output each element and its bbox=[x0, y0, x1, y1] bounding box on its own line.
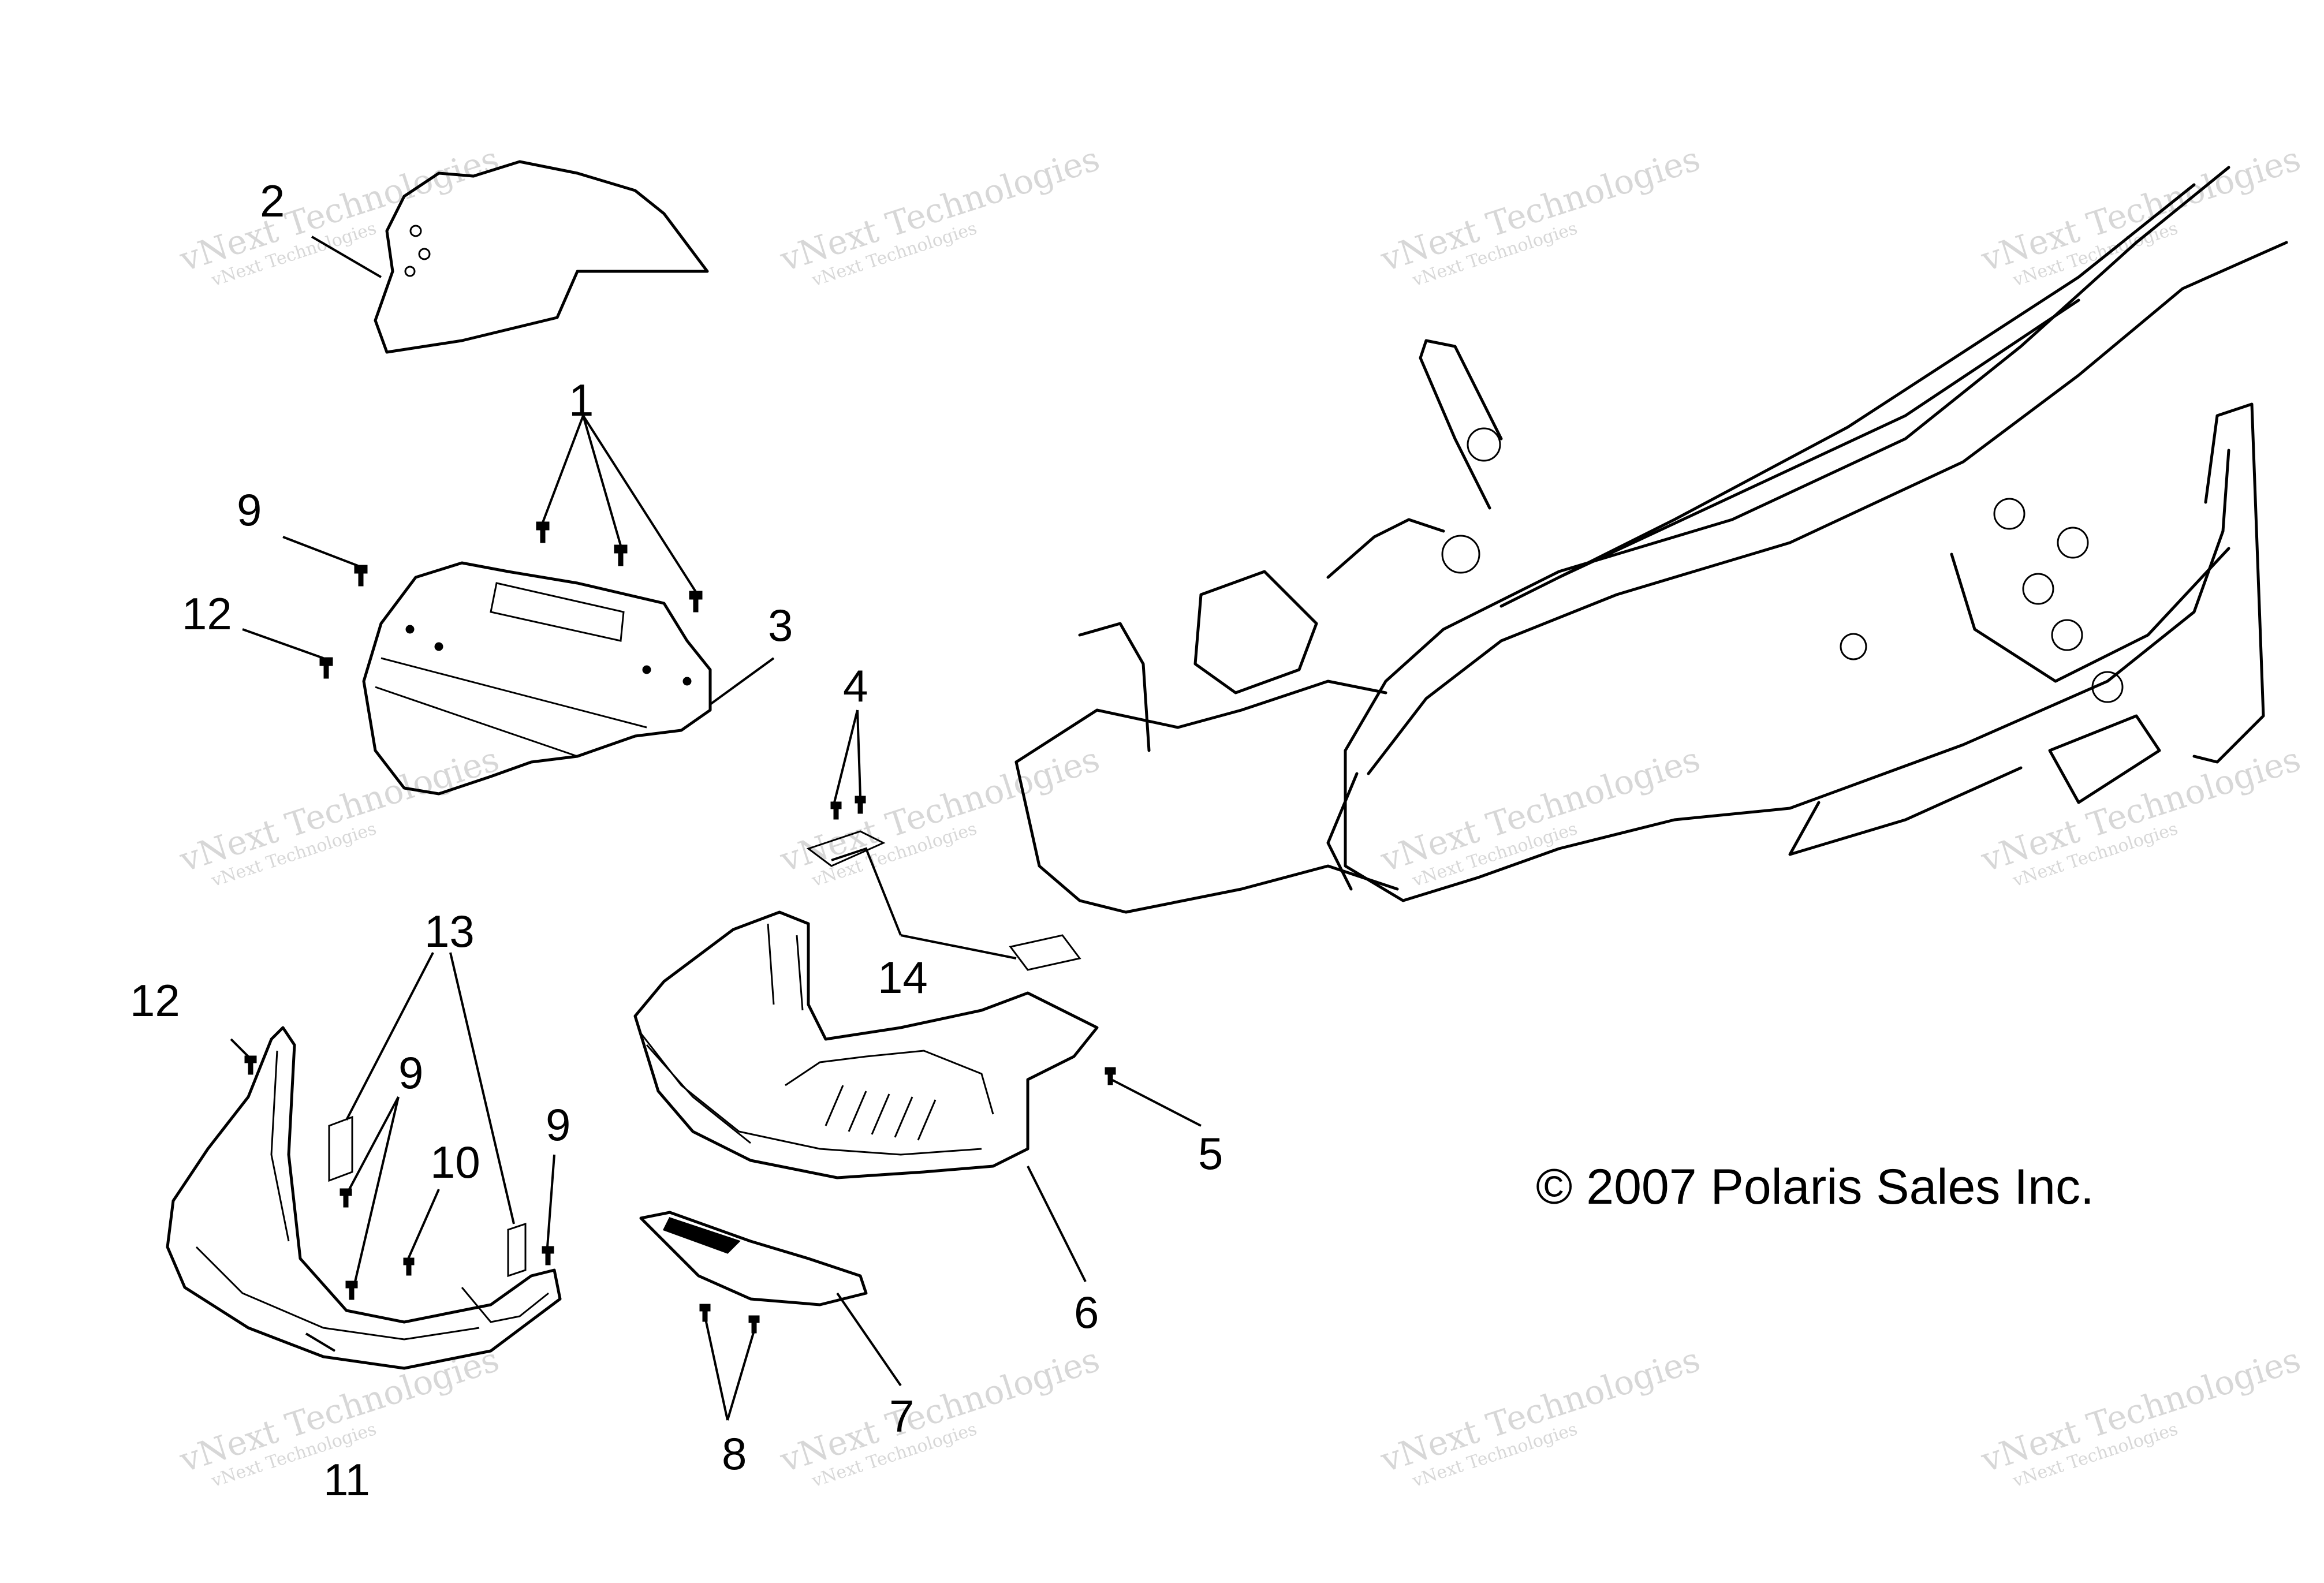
watermark: vNext Technologies vNext Technologies bbox=[1976, 139, 2305, 291]
watermark: vNext Technologies vNext Technologies bbox=[1976, 740, 2305, 891]
callout-10: 10 bbox=[430, 1137, 480, 1188]
watermark: vNext Technologies vNext Technologies bbox=[775, 139, 1104, 291]
chassis-frame bbox=[1014, 166, 2288, 914]
copyright-notice: © 2007 Polaris Sales Inc. bbox=[1536, 1159, 2094, 1215]
svg-text:vNext Technologies: vNext Technologies bbox=[174, 139, 503, 279]
callout-labels: 1 2 3 4 5 6 7 8 9 9 9 10 11 12 12 13 14 bbox=[130, 176, 1223, 1505]
callout-7: 7 bbox=[889, 1391, 914, 1442]
watermark: vNext Technologies vNext Technologies bbox=[174, 139, 503, 291]
watermark: vNext Technologies vNext Technologies bbox=[775, 1340, 1104, 1492]
part-14-decal bbox=[806, 830, 1081, 971]
svg-text:vNext Technologies: vNext Technologies bbox=[1976, 139, 2305, 279]
callout-6: 6 bbox=[1074, 1287, 1099, 1338]
callout-9-mid: 9 bbox=[398, 1047, 423, 1098]
part-2-shield bbox=[374, 160, 709, 354]
part-7-skid bbox=[639, 1211, 868, 1306]
small-parts bbox=[244, 796, 1116, 1334]
callout-1: 1 bbox=[569, 375, 594, 425]
svg-text:vNext Technologies: vNext Technologies bbox=[1375, 1340, 1704, 1480]
svg-text:vNext Technologies: vNext Technologies bbox=[775, 139, 1104, 279]
watermarks: vNext Technologies vNext Technologies vN… bbox=[174, 139, 2305, 1492]
callout-14: 14 bbox=[878, 952, 928, 1003]
svg-text:vNext Technologies: vNext Technologies bbox=[1375, 740, 1704, 880]
part-6-nosepan bbox=[633, 910, 1099, 1179]
watermark: vNext Technologies vNext Technologies bbox=[174, 740, 503, 891]
callout-9-right: 9 bbox=[546, 1099, 570, 1150]
leader-lines bbox=[230, 236, 1202, 1421]
svg-text:vNext Technologies: vNext Technologies bbox=[775, 740, 1104, 880]
svg-text:vNext Technologies: vNext Technologies bbox=[1375, 139, 1704, 279]
watermark: vNext Technologies vNext Technologies bbox=[1375, 740, 1704, 891]
watermark: vNext Technologies vNext Technologies bbox=[1375, 139, 1704, 291]
part-3-plate bbox=[362, 561, 712, 796]
callout-3: 3 bbox=[768, 600, 793, 651]
svg-text:vNext Technologies: vNext Technologies bbox=[1976, 1340, 2305, 1480]
callout-8: 8 bbox=[722, 1428, 747, 1479]
callout-9-top: 9 bbox=[237, 484, 262, 535]
callout-2: 2 bbox=[260, 176, 285, 226]
bolts-top bbox=[319, 521, 703, 679]
callout-13: 13 bbox=[424, 906, 475, 957]
callout-12-top: 12 bbox=[182, 588, 232, 639]
watermark: vNext Technologies vNext Technologies bbox=[1375, 1340, 1704, 1492]
callout-11: 11 bbox=[323, 1454, 370, 1505]
callout-5: 5 bbox=[1198, 1128, 1223, 1179]
svg-text:vNext Technologies: vNext Technologies bbox=[1976, 740, 2305, 880]
callout-4: 4 bbox=[843, 660, 868, 711]
svg-text:vNext Technologies: vNext Technologies bbox=[174, 740, 503, 880]
svg-text:vNext Technologies: vNext Technologies bbox=[775, 1340, 1104, 1480]
callout-12-bottom: 12 bbox=[130, 975, 180, 1026]
watermark: vNext Technologies vNext Technologies bbox=[1976, 1340, 2305, 1492]
part-11-bumper bbox=[166, 1026, 562, 1370]
watermark: vNext Technologies vNext Technologies bbox=[775, 740, 1104, 891]
